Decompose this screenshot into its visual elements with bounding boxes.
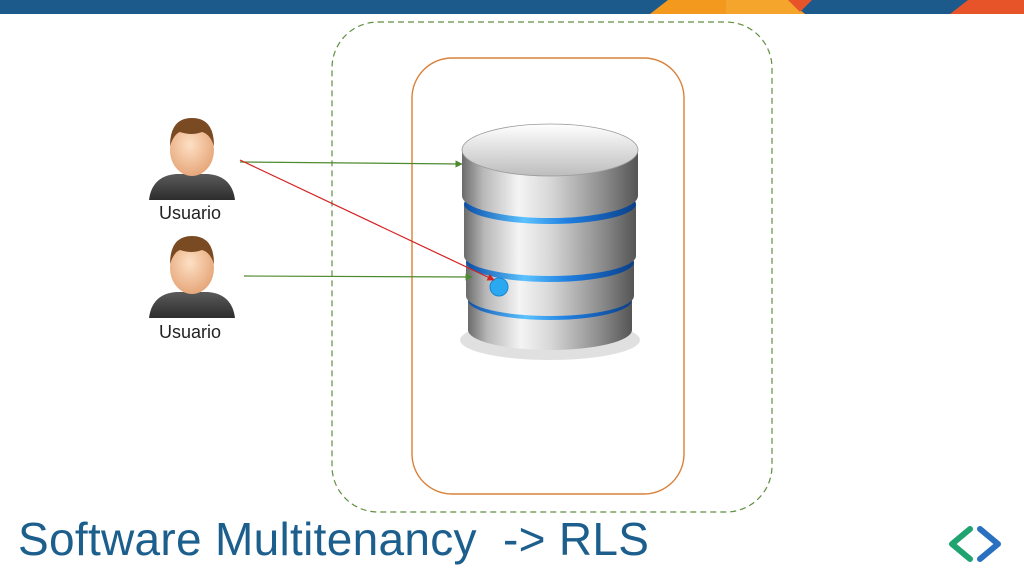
user-avatar-icon <box>149 118 235 200</box>
arrow-user1-to-row <box>239 159 495 281</box>
inner-database-boundary <box>411 57 685 495</box>
database-icon <box>460 123 640 360</box>
outer-tenant-boundary <box>331 21 773 513</box>
chevron-brackets-logo-icon <box>949 526 1001 562</box>
user-label-1: Usuario <box>158 203 222 223</box>
top-color-bar <box>0 0 1024 14</box>
arrow-user2-to-db <box>243 273 473 281</box>
row-target-dot <box>489 277 509 297</box>
user-avatar-icon <box>149 236 235 318</box>
slide-title: Software Multitenancy -> RLS <box>18 513 650 565</box>
user-label-2: Usuario <box>158 322 222 342</box>
arrow-user1-to-db <box>239 160 463 168</box>
